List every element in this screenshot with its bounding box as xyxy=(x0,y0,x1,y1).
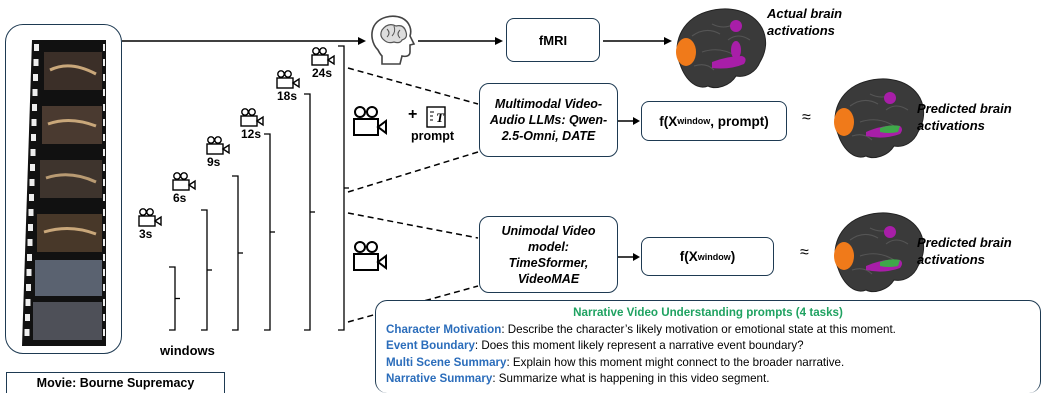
film-frame-6 xyxy=(33,302,102,340)
text-prompt-icon: T xyxy=(426,106,446,128)
window-camera-icon xyxy=(240,108,266,133)
film-frame-5 xyxy=(35,260,102,296)
window-camera-icon xyxy=(138,208,164,233)
prompt-item: Character Motivation: Describe the chara… xyxy=(386,322,1030,339)
prompt-item: Narrative Summary: Summarize what is hap… xyxy=(386,371,1030,388)
window-bracket xyxy=(169,266,180,331)
fmri-box: fMRI xyxy=(506,18,600,62)
film-strip-panel xyxy=(5,24,122,354)
prompts-panel-title: Narrative Video Understanding prompts (4… xyxy=(573,306,843,319)
predicted-brain-label-1: Predicted brain activations xyxy=(917,101,1012,133)
dashed-connector-top-1 xyxy=(347,67,479,105)
window-duration-label: 9s xyxy=(207,155,221,169)
window-bracket xyxy=(232,175,243,331)
dashed-connector-top-2 xyxy=(347,151,479,193)
prompt-item-key: Event Boundary xyxy=(386,339,475,353)
prompt-item-text: : Summarize what is happening in this vi… xyxy=(492,372,770,386)
prompt-item-key: Character Motivation xyxy=(386,322,502,336)
movie-label: Movie: Bourne Supremacy xyxy=(6,372,225,393)
multimodal-model-label: Multimodal Video-Audio LLMs: Qwen-2.5-Om… xyxy=(489,97,608,143)
window-duration-label: 6s xyxy=(173,191,187,205)
actual-brain-label: Actual brain activations xyxy=(767,6,843,38)
function-unimodal-f: f(X xyxy=(679,249,698,264)
function-unimodal-rest: ) xyxy=(730,249,736,264)
window-camera-icon xyxy=(206,136,232,161)
prompt-item-text: : Does this moment likely represent a na… xyxy=(474,339,804,353)
window-bracket xyxy=(264,133,275,331)
film-strip xyxy=(22,40,106,346)
approx-symbol-2: ≈ xyxy=(800,244,809,261)
predicted-brain-image-unimodal xyxy=(834,212,925,293)
head-icon xyxy=(371,15,416,65)
windows-label: windows xyxy=(160,343,215,358)
approx-symbol-1: ≈ xyxy=(802,109,811,126)
dashed-connector-bottom-2 xyxy=(347,285,479,323)
prompt-item-key: Narrative Summary xyxy=(386,372,493,386)
prompts-panel: Narrative Video Understanding prompts (4… xyxy=(375,300,1041,393)
unimodal-model-label: Unimodal Video model: TimeSformer, Video… xyxy=(501,223,596,286)
window-duration-label: 18s xyxy=(277,89,298,103)
svg-text:T: T xyxy=(436,110,445,125)
window-camera-icon xyxy=(311,47,337,72)
window-bracket xyxy=(338,45,349,331)
video-camera-icon-large xyxy=(353,106,387,136)
plus-sign: + xyxy=(408,106,418,123)
function-multimodal-rest: , prompt) xyxy=(710,113,769,129)
predicted-brain-image-multimodal xyxy=(834,78,925,159)
function-multimodal-f: f(X xyxy=(659,113,678,129)
unimodal-model-box: Unimodal Video model: TimeSformer, Video… xyxy=(479,216,618,293)
prompt-item-key: Multi Scene Summary xyxy=(386,355,507,369)
window-bracket xyxy=(201,209,212,331)
window-duration-label: 12s xyxy=(241,127,262,141)
actual-brain-image xyxy=(676,8,767,89)
prompt-item-text: : Explain how this moment might connect … xyxy=(506,355,845,369)
window-duration-label: 24s xyxy=(312,66,333,80)
function-multimodal-sub: window xyxy=(677,116,711,126)
window-camera-icon xyxy=(276,70,302,95)
dashed-connector-bottom-1 xyxy=(347,212,479,239)
prompt-item-text: : Describe the character’s likely motiva… xyxy=(501,322,896,336)
prompt-item: Event Boundary: Does this moment likely … xyxy=(386,338,1030,355)
window-bracket xyxy=(304,93,315,331)
prompt-item: Multi Scene Summary: Explain how this mo… xyxy=(386,355,1030,372)
window-camera-icon xyxy=(172,172,198,197)
video-camera-icon-large-2 xyxy=(353,241,387,271)
multimodal-model-box: Multimodal Video-Audio LLMs: Qwen-2.5-Om… xyxy=(479,83,618,157)
window-duration-label: 3s xyxy=(139,227,153,241)
window-brackets xyxy=(169,45,349,331)
predicted-brain-label-2: Predicted brain activations xyxy=(917,235,1012,267)
function-unimodal-sub: window xyxy=(697,251,731,262)
prompt-label: prompt xyxy=(411,129,455,143)
